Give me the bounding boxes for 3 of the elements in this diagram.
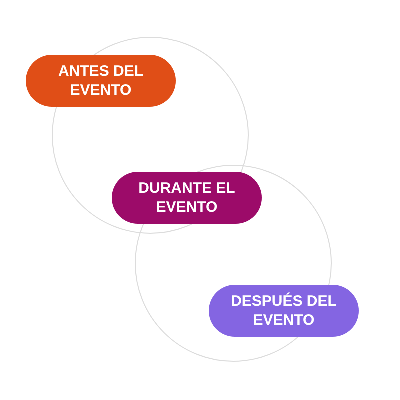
stage-pill-label: ANTES DEL EVENTO [26,55,176,107]
stage-pill-label: DESPUÉS DEL EVENTO [209,285,359,337]
stage-pill-label: DURANTE EL EVENTO [112,172,262,224]
